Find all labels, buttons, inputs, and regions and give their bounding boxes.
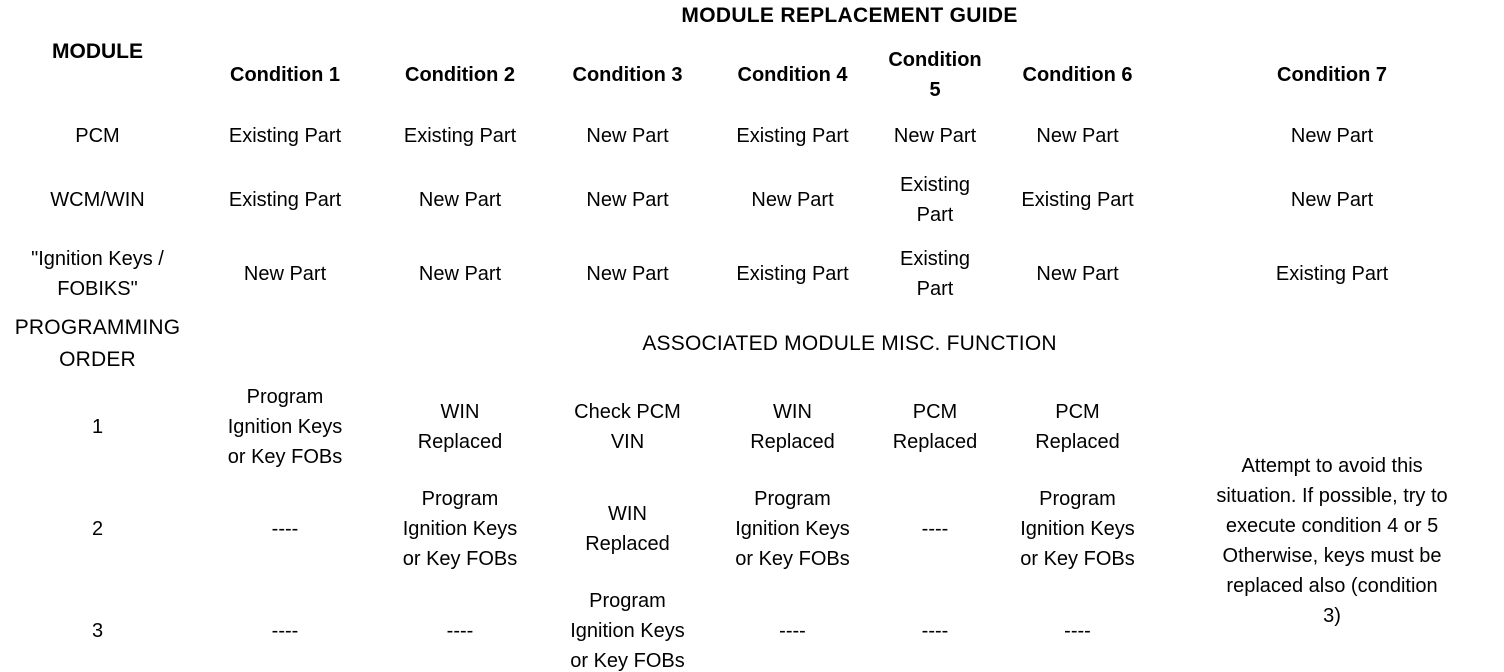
table-cell: Existing Part: [736, 263, 849, 285]
column-header-condition-2: Condition 2: [405, 64, 515, 86]
column-header-condition-1: Condition 1: [230, 64, 340, 86]
table-cell: Existing Part: [228, 189, 342, 211]
table-cell: New Part: [1290, 125, 1374, 147]
table-cell: WIN Replaced: [585, 503, 670, 555]
module-row-pcm: PCM Existing Part Existing Part New Part…: [0, 108, 1504, 164]
order-row-2: 2 ---- Program Ignition Keys or Key FOBs…: [0, 479, 1504, 579]
table-cell: Check PCM VIN: [574, 401, 681, 453]
spacer-cell: [0, 0, 195, 32]
row-label-programming-order: PROGRAMMING ORDER: [14, 316, 181, 371]
column-header-condition-7: Condition 7: [1277, 64, 1388, 86]
table-cell: New Part: [586, 189, 669, 211]
table-cell: New Part: [418, 263, 502, 285]
order-row-1: 1 Program Ignition Keys or Key FOBs WIN …: [0, 375, 1504, 627]
column-header-condition-3: Condition 3: [572, 64, 683, 86]
page-title: MODULE REPLACEMENT GUIDE: [681, 4, 1018, 28]
table-cell: New Part: [1036, 263, 1119, 285]
table-cell: WIN Replaced: [417, 401, 503, 453]
row-label-pcm: PCM: [75, 125, 120, 147]
table-cell: Program Ignition Keys or Key FOBs: [570, 590, 685, 672]
table-cell: New Part: [893, 125, 977, 147]
table-cell: ----: [446, 620, 474, 642]
table-cell: New Part: [586, 263, 669, 285]
column-header-condition-4: Condition 4: [737, 64, 848, 86]
table-cell: Program Ignition Keys or Key FOBs: [402, 488, 518, 570]
table-cell: Program Ignition Keys or Key FOBs: [735, 488, 850, 570]
table-cell: ----: [779, 620, 806, 642]
condition-7-note: Attempt to avoid this situation. If poss…: [1216, 455, 1448, 627]
column-header-row: MODULE Condition 1 Condition 2 Condition…: [0, 32, 1504, 108]
row-label-order-1: 1: [91, 416, 104, 438]
table-cell: Existing Part: [1021, 189, 1134, 211]
table-cell: ----: [271, 620, 299, 642]
table-cell: Existing Part: [403, 125, 517, 147]
table-cell: Existing Part: [899, 248, 971, 300]
title-row: MODULE REPLACEMENT GUIDE: [0, 0, 1504, 32]
table-cell: New Part: [751, 189, 834, 211]
table-cell: Existing Part: [228, 125, 342, 147]
table-cell: WIN Replaced: [750, 401, 835, 453]
table-cell: Program Ignition Keys or Key FOBs: [1020, 488, 1135, 570]
programming-order-header-row: PROGRAMMING ORDER ASSOCIATED MODULE MISC…: [0, 312, 1504, 375]
table-cell: New Part: [586, 125, 669, 147]
module-row-wcm-win: WCM/WIN Existing Part New Part New Part …: [0, 164, 1504, 236]
column-header-module: MODULE: [52, 40, 143, 63]
table-cell: New Part: [243, 263, 327, 285]
module-row-ignition-keys: "Ignition Keys / FOBIKS" New Part New Pa…: [0, 236, 1504, 312]
row-label-ignition-keys: "Ignition Keys / FOBIKS": [31, 248, 164, 300]
row-label-order-2: 2: [91, 518, 104, 540]
row-label-wcm-win: WCM/WIN: [50, 189, 145, 211]
table-cell: ----: [921, 620, 949, 642]
table-cell: Existing Part: [899, 174, 971, 226]
order-row-3: 3 ---- ---- Program Ignition Keys or Key…: [0, 579, 1504, 672]
table-cell: New Part: [1036, 125, 1119, 147]
column-header-condition-6: Condition 6: [1022, 64, 1133, 86]
table-cell: PCM Replaced: [1035, 401, 1120, 453]
table-cell: New Part: [418, 189, 502, 211]
associated-function-header: ASSOCIATED MODULE MISC. FUNCTION: [642, 331, 1057, 355]
table-cell: PCM Replaced: [892, 401, 978, 453]
table-cell: Existing Part: [736, 125, 849, 147]
table-cell: New Part: [1290, 189, 1374, 211]
column-header-condition-5: Condition 5: [888, 49, 982, 101]
row-label-order-3: 3: [91, 620, 104, 642]
table-cell: Existing Part: [1275, 263, 1389, 285]
table-cell: ----: [271, 518, 299, 540]
table-cell: Program Ignition Keys or Key FOBs: [227, 386, 343, 468]
table-cell: ----: [1064, 620, 1091, 642]
table-cell: ----: [921, 518, 949, 540]
